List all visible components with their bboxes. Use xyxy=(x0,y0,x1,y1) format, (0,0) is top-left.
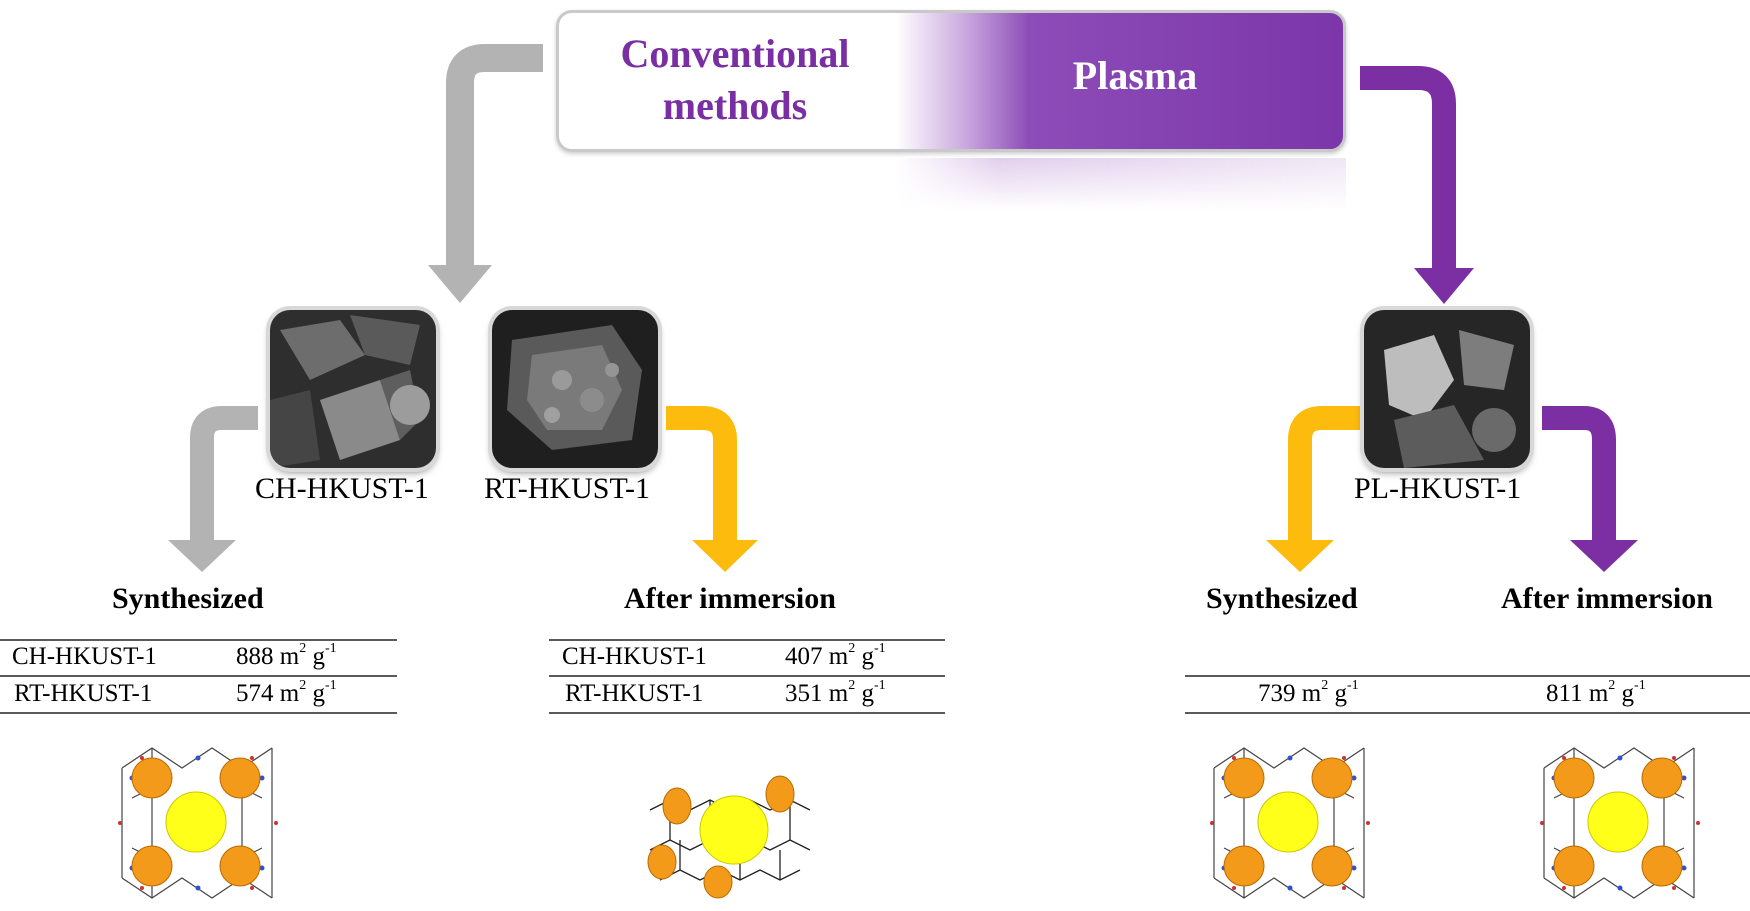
label-rt-hkust: RT-HKUST-1 xyxy=(484,472,651,505)
purple-arrowhead-pl-after xyxy=(1570,540,1638,572)
label-pl-hkust: PL-HKUST-1 xyxy=(1354,472,1522,505)
gray-arrowhead-synthesized xyxy=(168,540,236,572)
table-rule xyxy=(1185,675,1750,677)
table-rule xyxy=(0,712,397,714)
surface-area-value: 811 m2 g-1 xyxy=(1546,678,1646,707)
header-reflection xyxy=(556,158,1346,210)
sem-image-rt xyxy=(492,310,658,468)
table-cell-name: CH-HKUST-1 xyxy=(12,643,157,670)
table-cell-name: CH-HKUST-1 xyxy=(562,643,707,670)
plasma-label: Plasma xyxy=(1072,53,1198,98)
sem-image-ch xyxy=(270,310,436,468)
gray-arrowhead-conventional xyxy=(428,265,492,303)
sem-image-pl xyxy=(1364,310,1530,468)
table-rule xyxy=(549,675,945,677)
surface-area-value: 351 m2 g-1 xyxy=(785,678,886,707)
surface-area-value: 739 m2 g-1 xyxy=(1258,678,1359,707)
table-cell-name: RT-HKUST-1 xyxy=(14,680,153,707)
table-rule xyxy=(549,639,945,641)
hkust-structure-pl-synthesized xyxy=(1210,747,1370,899)
table-rule xyxy=(0,639,397,641)
yellow-arrow-after xyxy=(666,406,737,540)
surface-area-value: 574 m2 g-1 xyxy=(236,678,337,707)
conventional-methods-label: Conventional methods xyxy=(620,31,850,128)
heading-plasma-synthesized: Synthesized xyxy=(1206,582,1358,615)
purple-arrowhead-plasma xyxy=(1414,268,1474,304)
gray-arrow-conventional xyxy=(446,44,543,265)
hkust-structure-ch xyxy=(118,747,278,899)
table-cell-name: RT-HKUST-1 xyxy=(565,680,704,707)
heading-conventional-synthesized: Synthesized xyxy=(112,582,264,615)
heading-conventional-after: After immersion xyxy=(624,582,836,615)
yellow-arrowhead-pl-synthesized xyxy=(1266,540,1334,572)
hkust-structure-pl-after xyxy=(1540,747,1700,899)
hkust-structure-after-immersion xyxy=(647,775,811,899)
surface-area-value: 888 m2 g-1 xyxy=(236,641,337,670)
yellow-arrowhead-after xyxy=(692,540,758,572)
method-header xyxy=(556,10,1346,152)
label-ch-hkust: CH-HKUST-1 xyxy=(255,472,429,505)
surface-area-value: 407 m2 g-1 xyxy=(785,641,886,670)
purple-arrow-pl-after xyxy=(1542,406,1616,540)
table-rule xyxy=(1185,712,1750,714)
purple-arrow-plasma xyxy=(1360,66,1456,268)
table-rule xyxy=(549,712,945,714)
heading-plasma-after: After immersion xyxy=(1501,582,1713,615)
gray-arrow-synthesized xyxy=(190,406,258,540)
yellow-arrow-pl-synthesized xyxy=(1288,406,1362,540)
table-rule xyxy=(0,675,397,677)
